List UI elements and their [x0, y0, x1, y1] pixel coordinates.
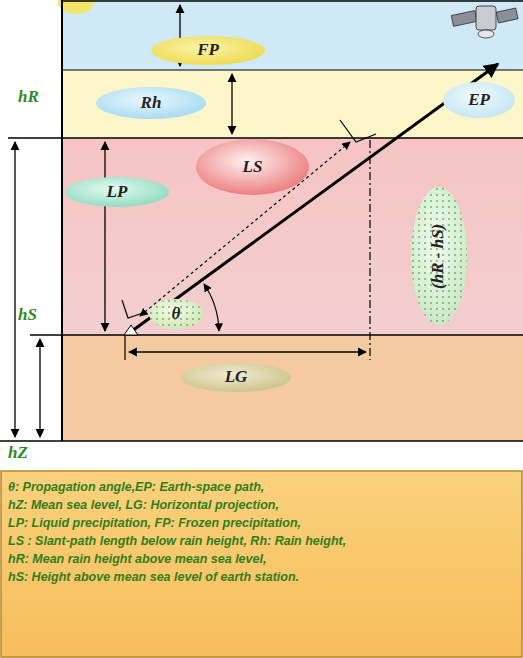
frame-line	[62, 0, 523, 2]
ellipse-label: LS	[243, 158, 263, 177]
frame-line	[61, 0, 63, 441]
ellipse-node: θ	[148, 298, 204, 330]
legend-line: θ: Propagation angle,EP: Earth-space pat…	[8, 480, 264, 495]
liquid-arrow	[104, 142, 105, 331]
ellipse-node: LG	[180, 362, 292, 393]
ellipse-label: LP	[107, 183, 128, 202]
rain-height-band	[62, 70, 523, 138]
ellipse-node: EP	[442, 81, 516, 119]
tick-line	[124, 336, 125, 360]
height-label: hR	[18, 88, 39, 107]
height-label: hZ	[8, 444, 28, 463]
ellipse-node: FP	[150, 35, 266, 66]
legend-box	[1, 471, 522, 657]
height-arrow	[14, 142, 15, 437]
thickness-arrow	[231, 74, 232, 134]
angle-arc	[204, 284, 219, 331]
legend-line: LS : Slant-path length below rain height…	[8, 534, 346, 549]
station-height-line	[30, 334, 523, 336]
earth-station	[124, 325, 138, 335]
ground-band	[62, 335, 523, 441]
ellipse-label: FP	[197, 41, 219, 60]
liquid-band	[62, 138, 523, 335]
height-arrow	[39, 339, 40, 437]
rain-height-line	[8, 137, 523, 139]
ellipse-label: Rh	[141, 94, 162, 113]
ellipse-label: θ	[172, 305, 181, 324]
projection-line	[369, 140, 370, 360]
frozen-band	[62, 0, 523, 70]
tick-mark	[340, 120, 376, 142]
slant-length-arrow	[140, 142, 350, 316]
ellipse-label: (hR - hS)	[430, 223, 449, 288]
legend-line: hS: Height above mean sea level of earth…	[8, 570, 299, 585]
legend-line: hR: Mean rain height above mean sea leve…	[8, 552, 266, 567]
ellipse-label: LG	[225, 368, 248, 387]
ellipse-label: EP	[468, 91, 490, 110]
ellipse-node: (hR - hS)	[410, 186, 468, 326]
height-label: hS	[18, 306, 37, 325]
band-line	[62, 70, 523, 71]
sea-level-line	[0, 440, 523, 442]
ellipse-node: Rh	[95, 86, 207, 120]
ellipse-node: LP	[64, 176, 170, 208]
tick-mark	[122, 300, 146, 318]
legend-line: hZ: Mean sea level, LG: Horizontal proje…	[8, 498, 279, 513]
partial-ellipse	[58, 0, 94, 14]
satellite-icon	[451, 6, 518, 38]
horizontal-arrow	[129, 351, 366, 352]
legend-line: LP: Liquid precipitation, FP: Frozen pre…	[8, 516, 301, 531]
ellipse-node: LS	[195, 138, 310, 196]
